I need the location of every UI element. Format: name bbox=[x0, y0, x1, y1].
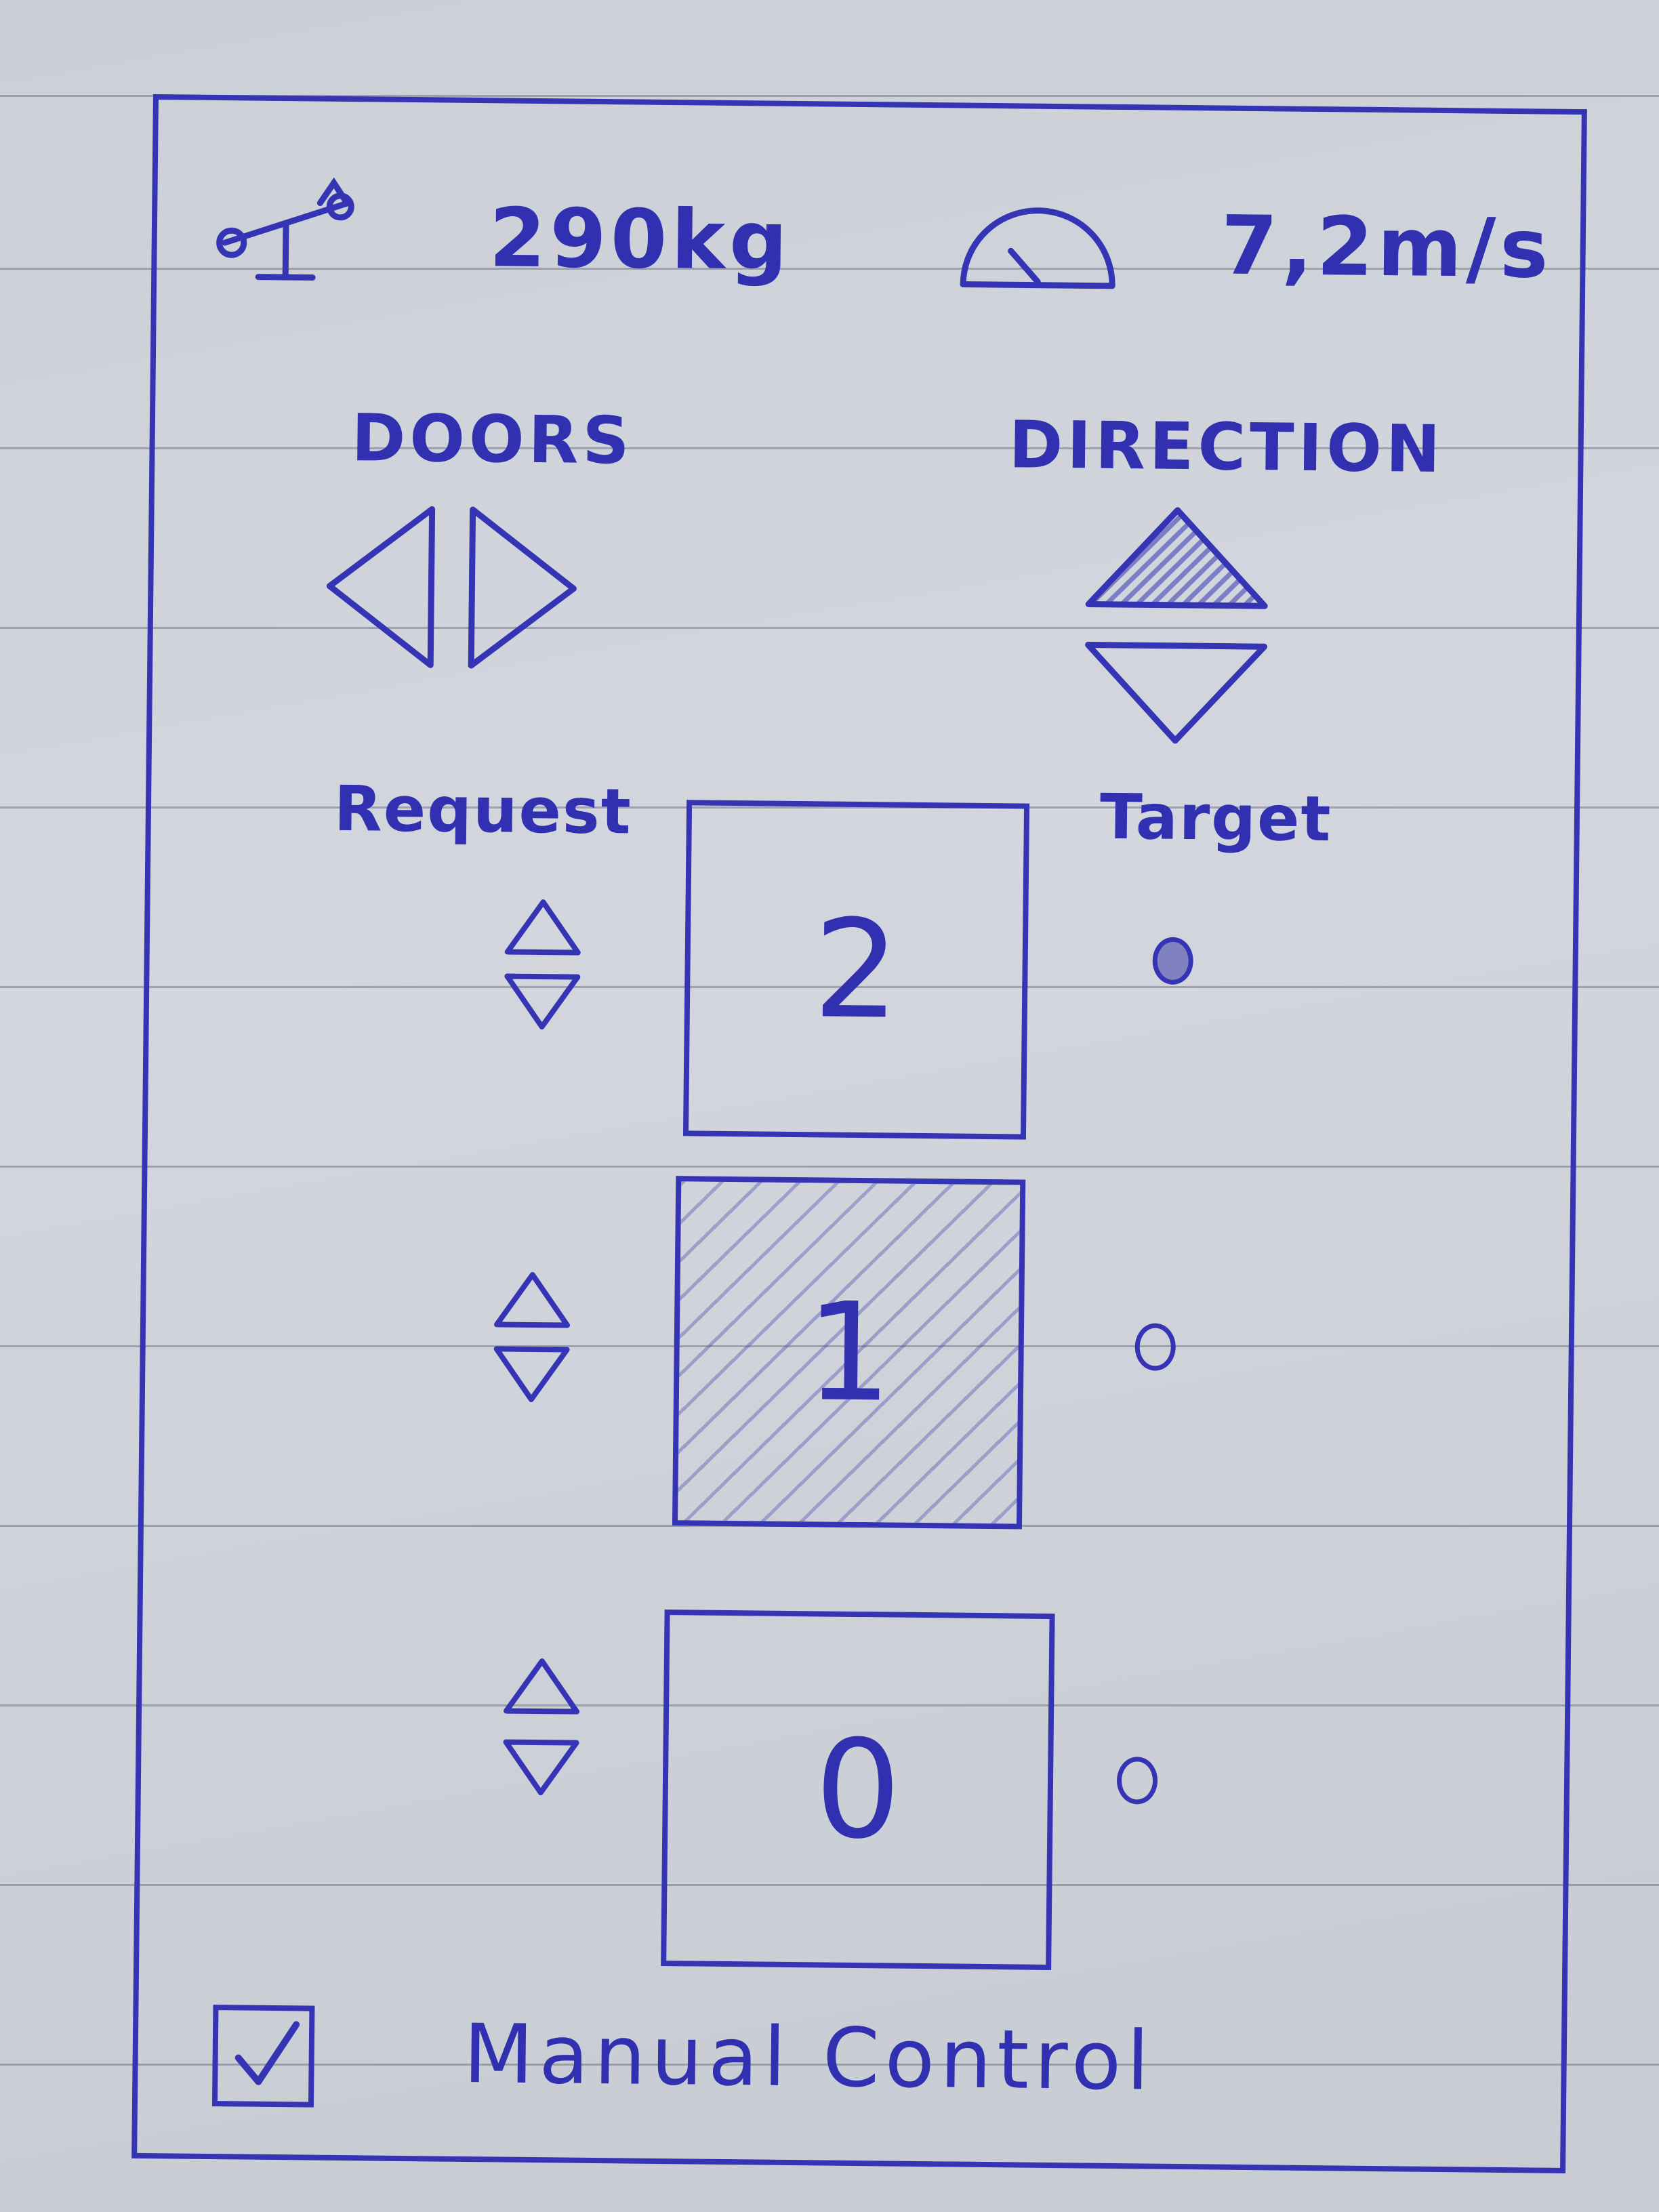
request-label: Request bbox=[333, 772, 633, 848]
target-indicator-floor-1 bbox=[1134, 1323, 1176, 1371]
request-down-button[interactable] bbox=[501, 970, 583, 1032]
direction-down-icon bbox=[1080, 638, 1271, 748]
speed-value: 7,2m/s bbox=[1221, 199, 1553, 297]
scale-icon bbox=[211, 175, 368, 285]
doors-label: DOORS bbox=[351, 400, 634, 479]
direction-label: DIRECTION bbox=[1008, 407, 1445, 487]
floor-button-2[interactable]: 2 bbox=[682, 800, 1030, 1140]
direction-up-icon bbox=[1082, 502, 1273, 613]
floor-number: 0 bbox=[814, 1710, 902, 1870]
doors-open-icon[interactable] bbox=[322, 501, 581, 674]
target-label: Target bbox=[1099, 780, 1333, 856]
request-up-button[interactable] bbox=[491, 1269, 573, 1330]
floor-number: 1 bbox=[804, 1273, 893, 1433]
request-up-button[interactable] bbox=[502, 896, 584, 958]
check-icon bbox=[234, 2021, 300, 2085]
manual-control-label: Manual Control bbox=[463, 2007, 1155, 2109]
floor-button-0[interactable]: 0 bbox=[661, 1610, 1055, 1971]
weight-value: 290kg bbox=[489, 191, 792, 289]
request-down-button[interactable] bbox=[491, 1343, 573, 1405]
target-indicator-floor-0 bbox=[1116, 1757, 1158, 1805]
floor-number: 2 bbox=[812, 890, 901, 1050]
request-down-button[interactable] bbox=[500, 1737, 582, 1799]
speedometer-icon bbox=[956, 189, 1120, 300]
manual-control-checkbox[interactable] bbox=[211, 2005, 315, 2108]
request-up-button[interactable] bbox=[501, 1656, 583, 1717]
floor-button-1[interactable]: 1 bbox=[672, 1176, 1026, 1530]
elevator-control-panel: 290kg 7,2m/s DOORS DIRECTION bbox=[131, 94, 1587, 2173]
target-indicator-floor-2 bbox=[1152, 937, 1194, 985]
